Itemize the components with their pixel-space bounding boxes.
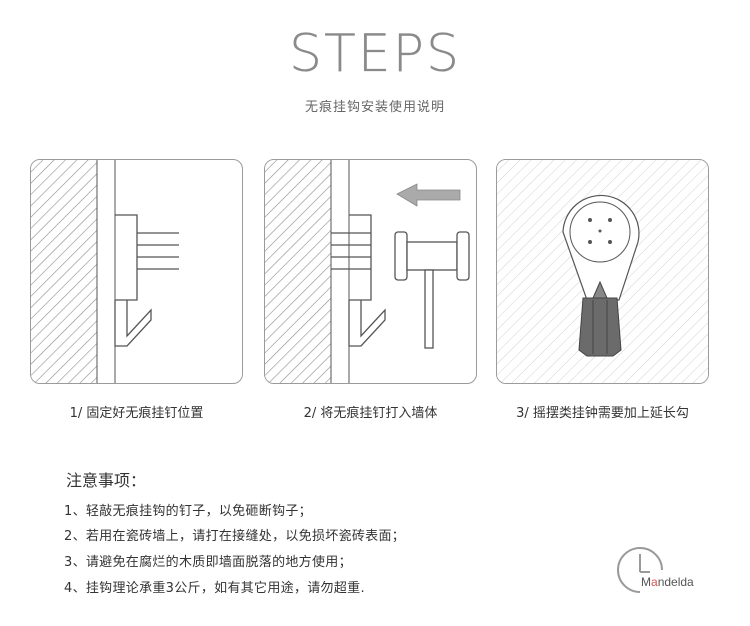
wall-hatch <box>31 160 97 383</box>
step-1-illustration <box>31 160 179 383</box>
step-2-caption: 2/ 将无痕挂钉打入墙体 <box>303 406 438 421</box>
step-3-panel <box>496 159 709 384</box>
step-3-caption: 3/ 摇摆类挂钟需要加上延长勾 <box>516 406 689 421</box>
note-item: 2、若用在瓷砖墙上，请打在接缝处，以免损坏瓷砖表面； <box>64 529 406 544</box>
arrow-left-icon <box>396 183 461 207</box>
brand-logo-text: Mandelda <box>641 575 694 589</box>
hook-icon <box>114 214 179 347</box>
page-title: STEPS <box>289 24 461 84</box>
clock-logo-icon <box>617 547 663 593</box>
wall-hatch <box>265 160 331 383</box>
hook-plate-icon <box>562 194 640 357</box>
step-2-panel <box>264 159 477 384</box>
step-1-panel <box>30 159 243 384</box>
step-2-illustration <box>265 160 470 383</box>
note-item: 3、请避免在腐烂的木质即墙面脱落的地方使用； <box>64 555 352 570</box>
note-item: 4、挂钩理论承重3公斤，如有其它用途，请勿超重. <box>64 581 365 596</box>
step-3-illustration <box>497 160 708 383</box>
hook-icon <box>331 214 386 347</box>
hammer-icon <box>394 231 470 349</box>
note-item: 1、轻敲无痕挂钩的钉子，以免砸断钩子； <box>64 504 312 519</box>
page-subtitle: 无痕挂钩安装使用说明 <box>304 100 445 115</box>
notes-title: 注意事项： <box>66 471 147 490</box>
step-1-caption: 1/ 固定好无痕挂钉位置 <box>69 406 204 421</box>
